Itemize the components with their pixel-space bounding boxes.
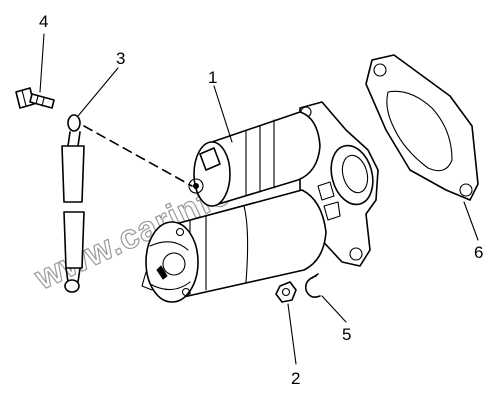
battery-cable: [61, 114, 193, 293]
bolt: [15, 87, 55, 109]
lock-washer: [304, 273, 321, 298]
starter-motor: [141, 101, 379, 303]
callout-3: 3: [116, 49, 125, 68]
leader-lines: [39, 33, 479, 365]
callout-1: 1: [208, 68, 217, 87]
leader-3: [77, 67, 119, 117]
leader-4: [39, 33, 45, 93]
callout-6: 6: [474, 243, 483, 262]
callout-5: 5: [342, 325, 351, 344]
nut: [275, 281, 297, 303]
callouts: 4 3 1 2 5 6: [39, 12, 483, 388]
leader-2: [287, 303, 297, 365]
gasket: [365, 54, 479, 201]
leader-5: [321, 295, 347, 323]
leader-1: [213, 85, 233, 143]
leader-6: [463, 201, 479, 241]
callout-4: 4: [39, 12, 48, 31]
callout-2: 2: [291, 369, 300, 388]
